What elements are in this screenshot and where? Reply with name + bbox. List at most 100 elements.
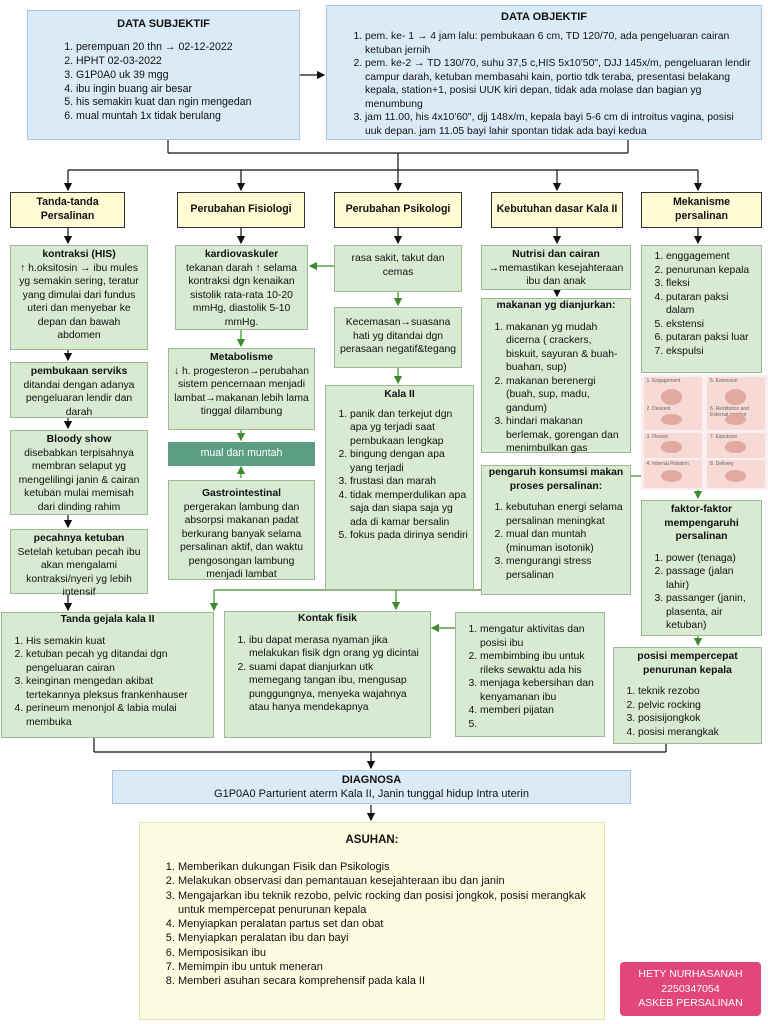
- nutrisi-title: Nutrisi dan cairan: [512, 249, 600, 260]
- asuhan-item: Menyiapkan peralatan ibu dan bayi: [178, 931, 592, 945]
- asuhan-item: Menyiapkan peralatan partus set dan obat: [178, 917, 592, 931]
- mekanisme-item: fleksi: [666, 277, 757, 291]
- category-perubahan-psikologi: Perubahan Psikologi: [334, 192, 462, 228]
- metabolisme-title: Metabolisme: [210, 352, 273, 363]
- bloody-show-title: Bloody show: [46, 434, 112, 445]
- makanan-item: hindari makanan berlemak, gorengan dan m…: [506, 415, 626, 456]
- faktor-box: faktor-faktor mempengaruhi persalinan po…: [641, 500, 762, 636]
- subjective-item: perempuan 20 thn → 02-12-2022: [76, 41, 291, 55]
- kala-ii-item: panik dan terkejut dgn apa yg terjadi sa…: [350, 408, 469, 449]
- asuhan-item: Memberikan dukungan Fisik dan Psikologis: [178, 860, 592, 874]
- faktor-item: power (tenaga): [666, 552, 757, 566]
- author-nim: 2250347054: [661, 982, 720, 995]
- bloody-show-text: disebabkan terpisahnya membran selaput y…: [18, 447, 140, 513]
- aktivitas-item: mengatur aktivitas dan posisi ibu: [480, 623, 600, 650]
- metabolisme-box: Metabolisme ↓ h. progesteron→perubahan s…: [168, 348, 315, 430]
- makanan-box: makanan yg dianjurkan: makanan yg mudah …: [481, 298, 631, 456]
- author-tag: HETY NURHASANAH 2250347054 ASKEB PERSALI…: [620, 962, 761, 1016]
- serviks-text: ditandai dengan adanya pengeluaran lendi…: [23, 379, 135, 418]
- asuhan-item: Melakukan observasi dan pemantauan kesej…: [178, 874, 592, 888]
- pengaruh-item: mengurangi stress persalinan: [506, 555, 626, 582]
- his-text: ↑ h.oksitosin → ibu mules yg semakin ser…: [19, 262, 139, 342]
- makanan-item: makanan berenergi (buah, sup, madu, gand…: [506, 375, 626, 416]
- ketuban-text: Setelah ketuban pecah ibu akan mengalami…: [17, 546, 141, 599]
- diagnosa-text: G1P0A0 Parturient aterm Kala II, Janin t…: [214, 788, 529, 801]
- subjective-item: ibu ingin buang air besar: [76, 83, 291, 97]
- mekanisme-item: ekspulsi: [666, 345, 757, 359]
- objective-item: jam 11.00, his 4x10'60", djj 148x/m, kep…: [365, 111, 753, 138]
- kardiovaskuler-text: tekanan darah ↑ selama kontraksi dgn ken…: [186, 262, 297, 328]
- tanda-gejala-title: Tanda gejala kala II: [60, 614, 155, 625]
- aktivitas-item: menjaga kebersihan dan kenyamanan ibu: [480, 677, 600, 704]
- kecemasan-text: Kecemasan→suasana hati yg ditandai dgn p…: [339, 317, 457, 356]
- rasa-sakit-box: rasa sakit, takut dan cemas: [334, 245, 462, 292]
- author-course: ASKEB PERSALINAN: [638, 997, 743, 1010]
- subjective-item: mual muntah 1x tidak berulang: [76, 110, 291, 124]
- gastrointestinal-text: pergerakan lambung dan absorpsi makanan …: [179, 501, 304, 581]
- kala-ii-title: Kala II: [384, 389, 415, 400]
- gastrointestinal-title: Gastrointestinal: [201, 488, 282, 499]
- mekanisme-box: enggagement penurunan kepala fleksi puta…: [641, 245, 762, 373]
- posisi-item: pelvic rocking: [638, 699, 757, 713]
- diagnosa-title: DIAGNOSA: [341, 774, 402, 786]
- kala-ii-item: tidak memperdulikan apa saja dan siapa s…: [350, 489, 469, 530]
- asuhan-item: Mengajarkan ibu teknik rezobo, pelvic ro…: [178, 889, 592, 918]
- category-label: Perubahan Fisiologi: [190, 203, 292, 216]
- subjective-item: HPHT 02-03-2022: [76, 55, 291, 69]
- category-kebutuhan-dasar: Kebutuhan dasar Kala II: [491, 192, 623, 228]
- kontak-fisik-item: ibu dapat merasa nyaman jika melakukan f…: [249, 634, 426, 661]
- tanda-gejala-item: His semakin kuat: [26, 635, 209, 649]
- objective-data-box: DATA OBJEKTIF pem. ke- 1 → 4 jam lalu: p…: [326, 5, 762, 140]
- mechanism-illustration: 1. Engagement 5. Extension 2. Descent 6.…: [641, 375, 768, 490]
- tanda-gejala-item: perineum menonjol & labia mulai membuka: [26, 702, 209, 729]
- pengaruh-item: mual dan muntah (minuman isotonik): [506, 528, 626, 555]
- mechanism-thumb: 2. Descent: [643, 404, 702, 431]
- category-tanda-persalinan: Tanda-tanda Persalinan: [10, 192, 125, 228]
- mual-muntah-box: mual dan muntah: [168, 442, 315, 466]
- mekanisme-item: enggagement: [666, 250, 757, 264]
- asuhan-box: ASUHAN: Memberikan dukungan Fisik dan Ps…: [139, 822, 605, 1020]
- category-label: Perubahan Psikologi: [345, 203, 451, 216]
- diagnosa-box: DIAGNOSA G1P0A0 Parturient aterm Kala II…: [112, 770, 631, 804]
- kala-ii-item: bingung dengan apa yang terjadi: [350, 448, 469, 475]
- mechanism-thumb: 8. Delivery: [707, 460, 766, 488]
- bloody-show-box: Bloody show disebabkan terpisahnya membr…: [10, 430, 148, 515]
- category-perubahan-fisiologi: Perubahan Fisiologi: [177, 192, 305, 228]
- mual-muntah-label: mual dan muntah: [200, 447, 283, 459]
- metabolisme-text: ↓ h. progesteron→perubahan sistem pencer…: [173, 365, 310, 418]
- mechanism-thumb: 4. Internal Rotation: [643, 460, 702, 488]
- subjective-item: G1P0A0 uk 39 mgg: [76, 69, 291, 83]
- category-label: Tanda-tanda Persalinan: [36, 196, 99, 222]
- mekanisme-item: ekstensi: [666, 318, 757, 332]
- nutrisi-box: Nutrisi dan cairan →memastikan kesejahte…: [481, 245, 631, 290]
- asuhan-item: Memposisikan ibu: [178, 946, 592, 960]
- posisi-box: posisi mempercepat penurunan kepala tekn…: [613, 647, 762, 744]
- faktor-title: faktor-faktor mempengaruhi persalinan: [664, 504, 739, 543]
- pengaruh-item: kebutuhan energi selama persalinan menin…: [506, 501, 626, 528]
- mechanism-thumb: 3. Flexion: [643, 432, 702, 458]
- mekanisme-item: penurunan kepala: [666, 264, 757, 278]
- his-box: kontraksi (HIS) ↑ h.oksitosin → ibu mule…: [10, 245, 148, 350]
- makanan-item: makanan yg mudah dicerna ( crackers, bis…: [506, 321, 626, 375]
- kecemasan-box: Kecemasan→suasana hati yg ditandai dgn p…: [334, 307, 462, 368]
- posisi-item: posisi merangkak: [638, 726, 757, 740]
- kardiovaskuler-title: kardiovaskuler: [204, 249, 279, 260]
- serviks-box: pembukaan serviks ditandai dengan adanya…: [10, 362, 148, 418]
- posisi-title: posisi mempercepat penurunan kepala: [637, 651, 738, 676]
- asuhan-item: Memimpin ibu untuk meneran: [178, 960, 592, 974]
- kontak-fisik-title: Kontak fisik: [298, 613, 357, 624]
- category-label: Mekanisme persalinan: [672, 196, 731, 222]
- mekanisme-item: putaran paksi dalam: [666, 291, 757, 318]
- author-name: HETY NURHASANAH: [638, 968, 743, 980]
- rasa-sakit-text: rasa sakit, takut dan cemas: [351, 253, 445, 278]
- tanda-gejala-item: ketuban pecah yg ditandai dgn pengeluara…: [26, 648, 209, 675]
- faktor-item: passage (jalan lahir): [666, 565, 757, 592]
- category-mekanisme-persalinan: Mekanisme persalinan: [641, 192, 762, 228]
- kala-ii-item: fokus pada dirinya sendiri: [350, 529, 469, 543]
- aktivitas-item: membimbing ibu untuk rileks sewaktu ada …: [480, 650, 600, 677]
- posisi-item: posisijongkok: [638, 712, 757, 726]
- mekanisme-item: putaran paksi luar: [666, 331, 757, 345]
- asuhan-item: Memberi asuhan secara komprehensif pada …: [178, 974, 592, 988]
- kala-ii-box: Kala II panik dan terkejut dgn apa yg te…: [325, 385, 474, 590]
- ketuban-box: pecahnya ketuban Setelah ketuban pecah i…: [10, 529, 148, 598]
